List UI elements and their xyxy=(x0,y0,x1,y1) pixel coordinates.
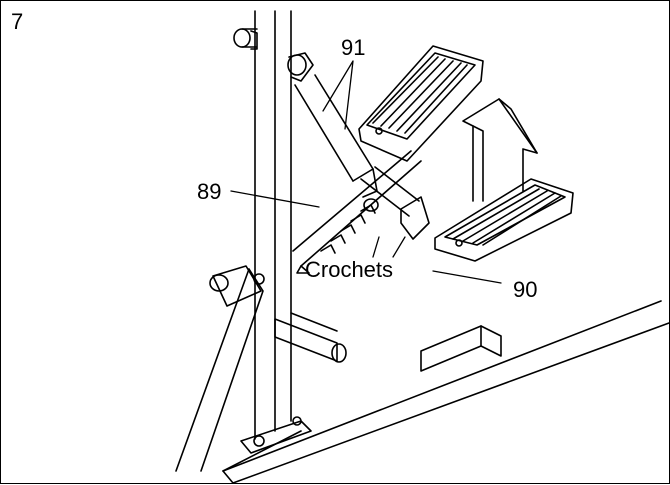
resistance-arm xyxy=(292,150,422,274)
label-part-91: 91 xyxy=(341,35,366,60)
upper-pedal xyxy=(358,45,484,162)
upright-post xyxy=(240,10,312,454)
shock-absorber xyxy=(294,74,430,240)
top-knobs xyxy=(233,28,314,82)
base-tube xyxy=(222,300,670,484)
label-part-90: 90 xyxy=(513,277,538,302)
up-arrow-icon xyxy=(462,98,538,202)
leader-lines xyxy=(230,60,502,284)
label-part-89: 89 xyxy=(197,179,222,204)
step-number: 7 xyxy=(11,9,24,34)
side-tube xyxy=(274,312,347,363)
label-hooks: Crochets xyxy=(305,257,394,282)
front-support xyxy=(175,265,302,472)
lower-pedal xyxy=(434,178,574,262)
